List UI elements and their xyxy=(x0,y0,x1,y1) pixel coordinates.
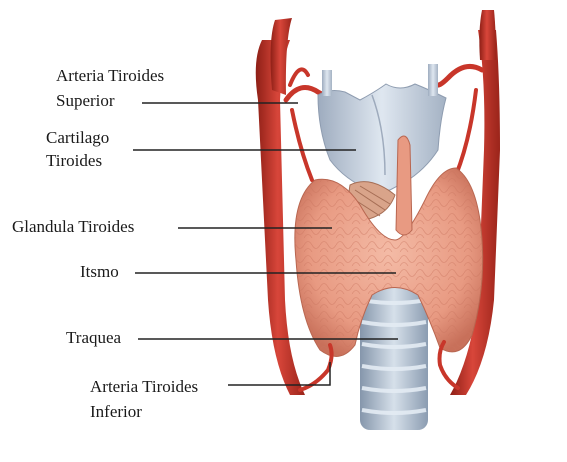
label-cartilago-line2: Tiroides xyxy=(46,150,102,172)
label-itsmo: Itsmo xyxy=(80,261,119,283)
label-traquea: Traquea xyxy=(66,327,121,349)
label-glandula: Glandula Tiroides xyxy=(12,216,134,238)
left-superior-thyroid-top xyxy=(290,69,308,85)
right-superior-thyroid-branch xyxy=(456,90,476,175)
right-carotid-upper xyxy=(479,10,496,60)
label-arteria-inferior-line1: Arteria Tiroides xyxy=(90,376,198,398)
cartilage-horn-left xyxy=(322,70,332,96)
right-superior-thyroid-artery xyxy=(436,66,482,85)
label-arteria-superior-line2: Superior xyxy=(56,90,115,112)
label-arteria-inferior-line2: Inferior xyxy=(90,401,142,423)
left-superior-thyroid-branch xyxy=(292,110,312,180)
label-cartilago-line1: Cartilago xyxy=(46,127,109,149)
label-arteria-superior-line1: Arteria Tiroides xyxy=(56,65,164,87)
pyramidal-lobe xyxy=(396,136,412,235)
cartilage-horn-right xyxy=(428,64,438,96)
